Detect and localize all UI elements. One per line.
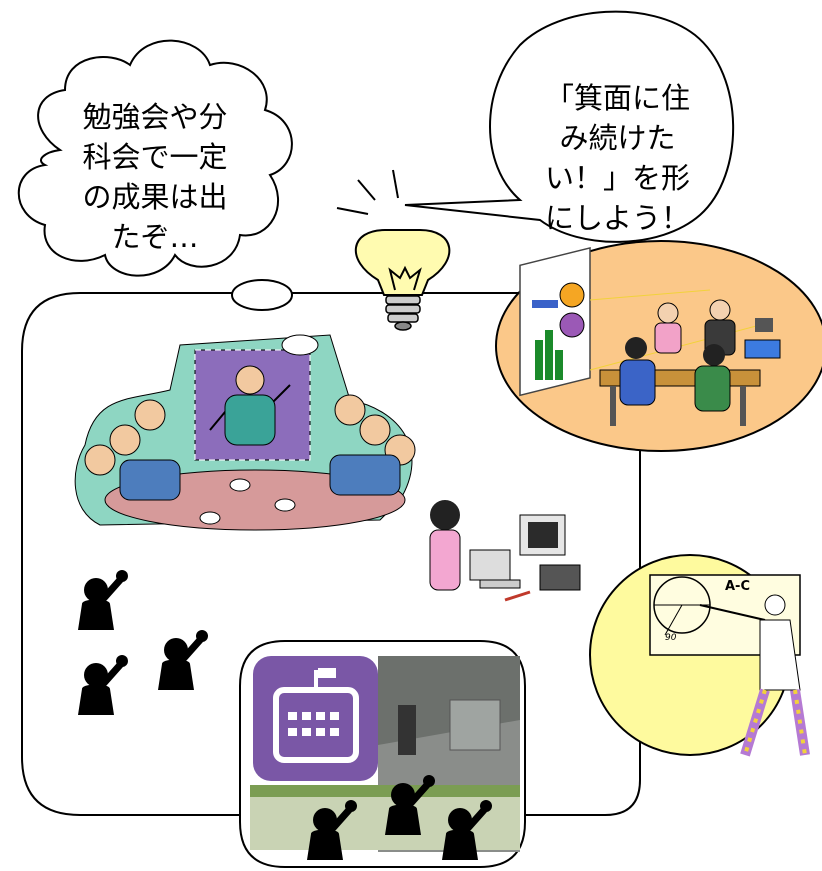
speech-bubble-text: 「箕面に住 み続けた い！」を形 にしよう！ — [525, 78, 710, 238]
building-photo — [250, 656, 520, 852]
raised-hand-person-icon — [158, 630, 208, 690]
speech-line: い！」を形 — [544, 161, 690, 195]
speech-line: み続けた — [559, 121, 676, 155]
svg-text:90: 90 — [665, 633, 677, 643]
group-meeting-scene — [74, 334, 416, 531]
thought-cloud-tail — [231, 279, 293, 311]
thought-cloud — [17, 39, 293, 277]
thought-line: の成果は出 — [82, 180, 228, 214]
idea-rays — [336, 169, 399, 215]
raised-hand-person-icon — [78, 655, 128, 715]
teaching-scene: A-C 90 — [589, 554, 810, 757]
meeting-scene — [495, 240, 822, 452]
raised-hand-person-icon — [78, 570, 128, 630]
speech-line: にしよう！ — [544, 201, 690, 235]
computer-worker-scene — [418, 495, 583, 605]
speech-bubble — [404, 10, 735, 243]
thought-line: 科会で一定 — [82, 140, 228, 174]
thought-line: たぞ… — [111, 220, 199, 254]
speech-line: 「箕面に住 — [544, 81, 690, 115]
thought-line: 勉強会や分 — [82, 100, 228, 134]
school-building-icon — [253, 656, 378, 781]
lightbulb-icon — [354, 229, 451, 331]
thought-bubble-text: 勉強会や分 科会で一定 の成果は出 たぞ… — [60, 97, 250, 257]
svg-text:A-C: A-C — [725, 579, 750, 594]
